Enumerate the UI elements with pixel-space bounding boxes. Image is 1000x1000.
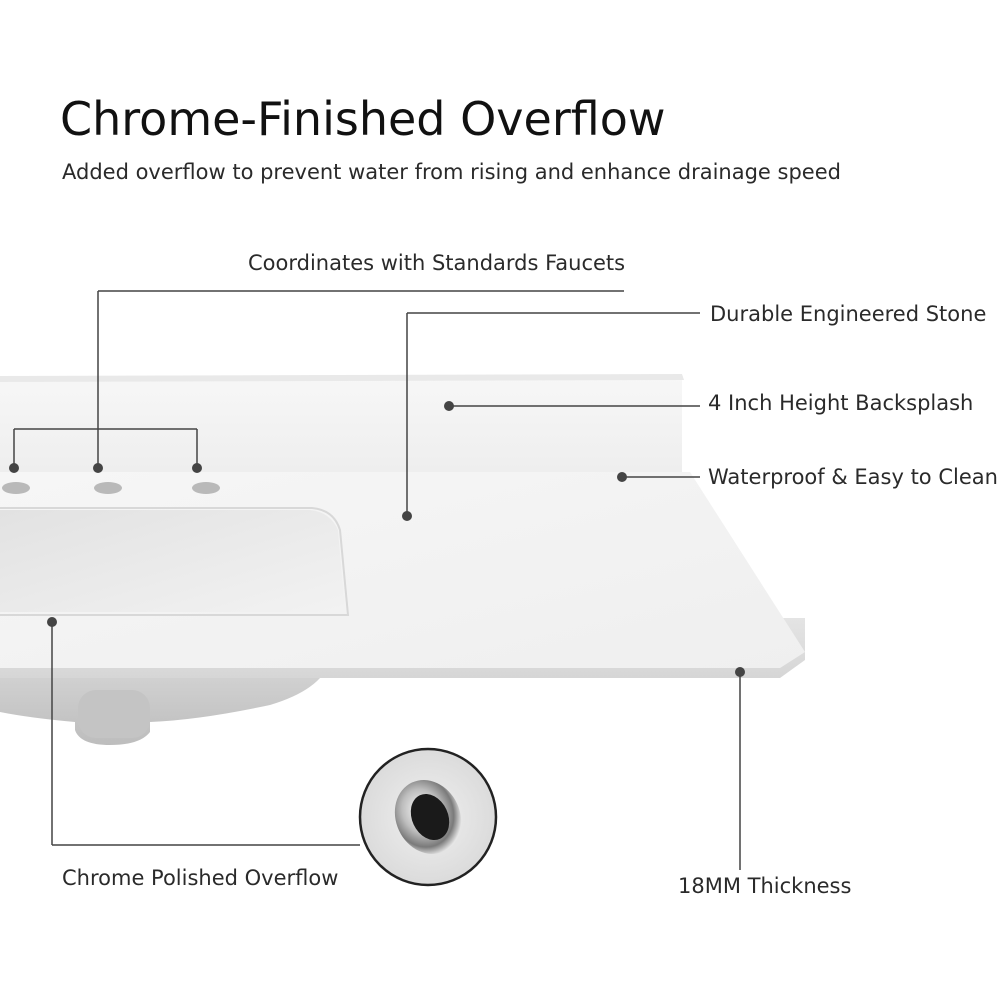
callout-dot [192, 463, 202, 473]
callout-dot [735, 667, 745, 677]
callout-overflow: Chrome Polished Overflow [62, 866, 339, 890]
callout-thickness: 18MM Thickness [678, 874, 852, 898]
page-title: Chrome-Finished Overflow [60, 92, 666, 146]
backsplash [0, 378, 682, 472]
faucet-hole [2, 482, 30, 494]
callout-backsplash: 4 Inch Height Backsplash [708, 391, 974, 415]
callout-dot [47, 617, 57, 627]
callout-stone: Durable Engineered Stone [710, 302, 987, 326]
callout-faucets: Coordinates with Standards Faucets [248, 251, 626, 275]
callout-dot [402, 511, 412, 521]
overflow-opening [410, 793, 450, 841]
callout-clean: Waterproof & Easy to Clean [708, 465, 998, 489]
basin-rim [0, 507, 350, 616]
page-subtitle: Added overflow to prevent water from ris… [62, 160, 841, 184]
faucet-hole [94, 482, 122, 494]
faucet-hole [192, 482, 220, 494]
basin [0, 510, 345, 612]
callout-dot [617, 472, 627, 482]
callout-dot [9, 463, 19, 473]
callout-dot [93, 463, 103, 473]
drain-pipe [78, 690, 150, 738]
callout-dot [444, 401, 454, 411]
backsplash-top [0, 374, 684, 382]
